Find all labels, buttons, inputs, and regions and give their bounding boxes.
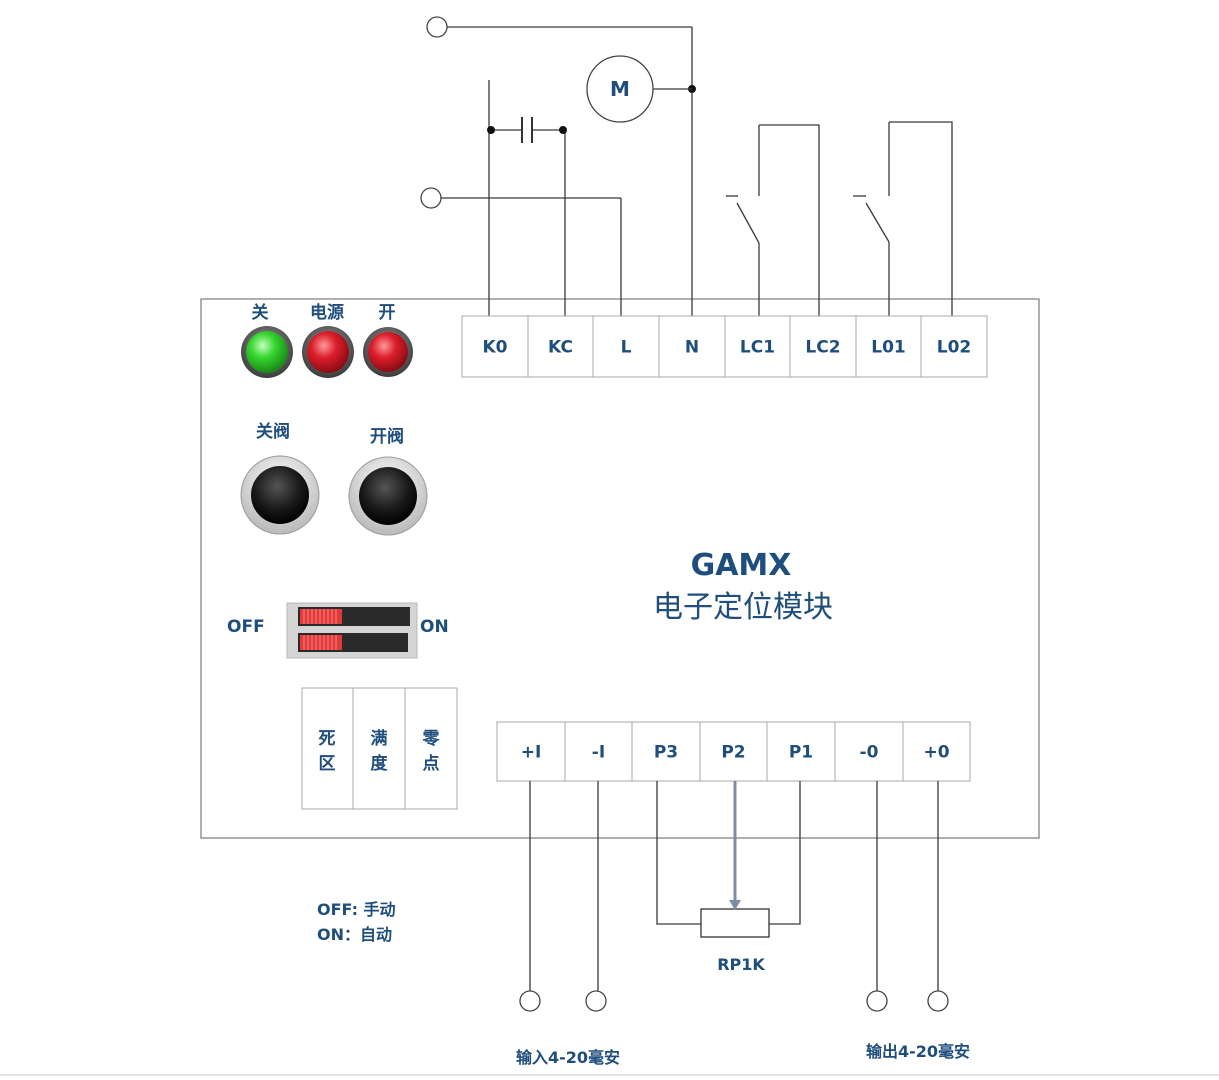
- adjust-deadband[interactable]: [301, 687, 354, 810]
- top-wiring: M: [420, 16, 953, 316]
- valve-buttons: 关阀 开阀: [240, 421, 428, 536]
- adjust-zero[interactable]: [404, 687, 458, 810]
- top-terminal-label-6: LC2: [805, 338, 840, 358]
- adjust-zero-char-2: 点: [423, 753, 440, 774]
- indicator-led-power: [302, 326, 354, 378]
- terminal-circle-top-1: [426, 16, 448, 38]
- bottom-terminal-label-4: P2: [721, 743, 745, 763]
- top-terminal-cell-4: [658, 315, 726, 378]
- terminal-circle-top-2: [420, 187, 442, 209]
- module-title: GAMX: [691, 548, 792, 583]
- top-terminal-cell-7: [855, 315, 922, 378]
- open-valve-label: 开阀: [370, 426, 404, 447]
- input-current-label: 输入4-20毫安: [516, 1048, 620, 1067]
- bottom-terminal-cell-3: [631, 721, 701, 782]
- adjust-fullscale-char-1: 满: [371, 728, 388, 749]
- input-terminal-circle-plus: [519, 990, 541, 1012]
- input-terminal-circle-minus: [585, 990, 607, 1012]
- indicator-lights: 关 电源 开: [241, 302, 413, 378]
- bottom-terminal-label-1: +I: [521, 743, 542, 763]
- top-terminal-cell-6: [789, 315, 857, 378]
- top-terminal-label-2: KC: [548, 338, 573, 358]
- top-terminal-strip: K0 KC L N LC1 LC2 L01 L02: [461, 315, 988, 378]
- indicator-power-label: 电源: [310, 302, 344, 323]
- potentiometer-rp1k: [700, 908, 770, 938]
- bottom-terminal-cell-6: [834, 721, 904, 782]
- indicator-close-label: 关: [252, 302, 269, 323]
- switch-on-label: ON: [420, 617, 449, 637]
- indicator-led-open: [363, 327, 413, 377]
- adjust-zero-char-1: 零: [422, 729, 441, 749]
- top-terminal-cell-1: [461, 315, 529, 378]
- bottom-terminal-label-5: P1: [789, 743, 813, 763]
- motor-label: M: [610, 77, 630, 101]
- output-terminal-circle-minus: [866, 990, 888, 1012]
- module-subtitle: 电子定位模块: [653, 590, 833, 625]
- top-terminal-label-8: L02: [937, 338, 972, 358]
- open-valve-button[interactable]: [348, 456, 428, 536]
- bottom-wiring: RP1K: [519, 781, 949, 1012]
- top-terminal-label-1: K0: [482, 338, 507, 358]
- adjust-fullscale[interactable]: [352, 687, 406, 810]
- output-current-label: 输出4-20毫安: [866, 1042, 970, 1061]
- dip-switch-2[interactable]: [298, 633, 408, 652]
- bottom-terminal-cell-1: [496, 721, 566, 782]
- indicator-led-green: [241, 326, 293, 378]
- mode-legend-line-2: ON：自动: [317, 925, 392, 944]
- bottom-terminal-strip: +I -I P3 P2 P1 -0 +0: [496, 721, 971, 782]
- indicator-open-label: 开: [379, 303, 396, 323]
- output-terminal-circle-plus: [927, 990, 949, 1012]
- top-terminal-cell-8: [920, 315, 988, 378]
- adjust-fullscale-char-2: 度: [371, 753, 389, 774]
- bottom-terminal-label-3: P3: [654, 743, 678, 763]
- bottom-terminal-label-7: +0: [923, 743, 949, 763]
- top-terminal-label-5: LC1: [740, 338, 775, 358]
- bottom-terminal-cell-7: [902, 721, 971, 782]
- motor-symbol: [586, 55, 654, 123]
- dip-switch-1[interactable]: [298, 607, 410, 626]
- bottom-terminal-cell-5: [766, 721, 836, 782]
- bottom-terminal-label-2: -I: [592, 743, 605, 763]
- switch-off-label: OFF: [227, 617, 265, 637]
- mode-legend-line-1: OFF: 手动: [317, 900, 396, 919]
- top-terminal-cell-2: [527, 315, 594, 378]
- bottom-terminal-label-6: -0: [860, 743, 879, 763]
- close-valve-label: 关阀: [256, 421, 290, 442]
- potentiometer-label: RP1K: [717, 955, 765, 974]
- close-valve-button[interactable]: [240, 455, 320, 535]
- adjust-deadband-char-2: 区: [319, 754, 336, 774]
- top-terminal-label-4: N: [685, 338, 699, 358]
- adjust-deadband-char-1: 死: [319, 729, 336, 749]
- top-terminal-label-3: L: [621, 338, 632, 358]
- adjust-panel: 死 区 满 度 零 点: [301, 687, 458, 810]
- dip-switch: OFF ON: [227, 602, 449, 659]
- top-terminal-label-7: L01: [871, 338, 906, 358]
- top-terminal-cell-3: [592, 315, 660, 378]
